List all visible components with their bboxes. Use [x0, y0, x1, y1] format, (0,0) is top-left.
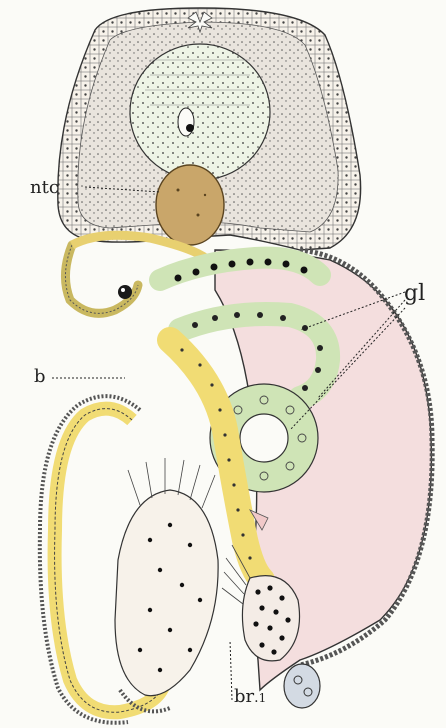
label-br: br.1: [234, 686, 266, 707]
label-br-main: br: [234, 686, 254, 707]
notochord: [156, 165, 224, 245]
label-b: b: [34, 366, 46, 387]
label-gl: gl: [404, 281, 425, 306]
left-coil: [65, 245, 138, 313]
bristled-ovoid: [115, 490, 218, 696]
neural-canal: [178, 108, 194, 136]
label-br-sub: 1: [259, 691, 267, 705]
coil-black-dot: [118, 285, 132, 299]
gland-ring-lumen: [240, 414, 288, 462]
neural-dot: [186, 124, 194, 132]
neural-tube: [130, 44, 270, 180]
label-ntc: ntc: [30, 177, 59, 198]
small-bottom-oval: [284, 664, 320, 708]
